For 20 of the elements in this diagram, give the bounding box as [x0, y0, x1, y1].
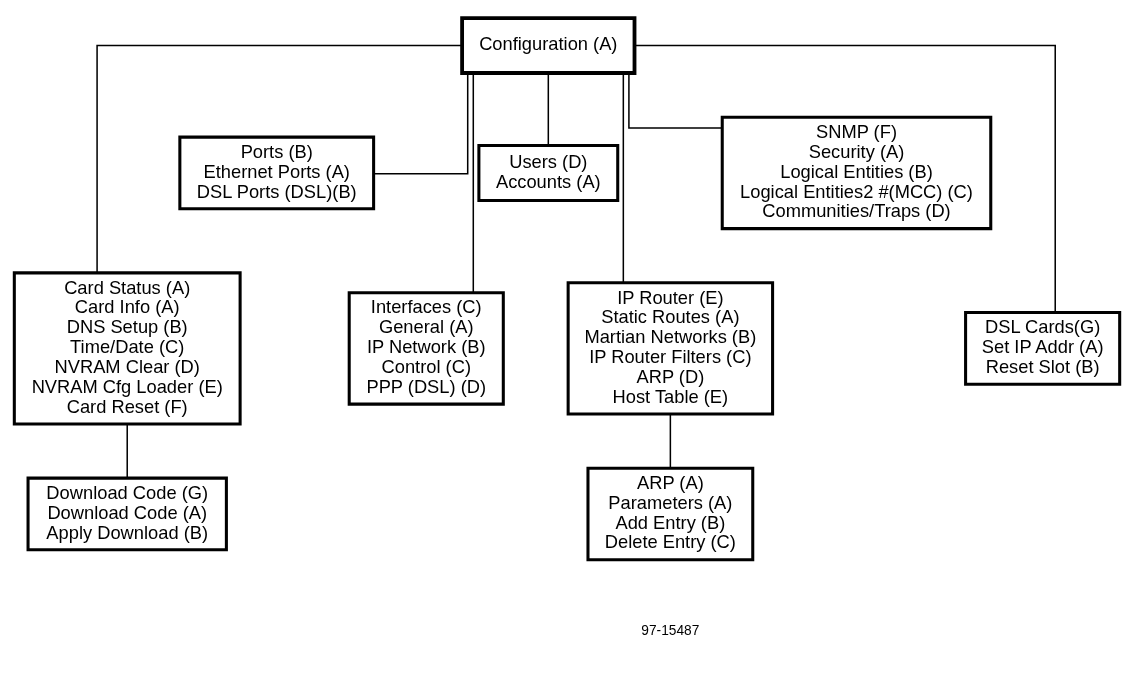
node-box: Users (D) Accounts (A) [477, 143, 620, 202]
connector [547, 72, 550, 147]
node-box: DSL Cards(G) Set IP Addr (A) Reset Slot (B) [964, 311, 1122, 386]
node-box: Card Status (A) Card Info (A) DNS Setup (B) Time/Date (C) NVRAM Clear (D) NVRAM Cfg Loader (E) Card Reset (F) [12, 271, 242, 426]
connector [96, 44, 463, 274]
node-box: Configuration (A) [460, 16, 637, 75]
connector [622, 72, 625, 284]
connector [669, 413, 672, 469]
connector [634, 44, 1056, 314]
node-box: SNMP (F) Security (A) Logical Entities (B) Logical Entities2 #(MCC) (C) Communities/Traps (D) [720, 115, 993, 231]
connector [373, 72, 469, 175]
label: 97-15487 [641, 622, 700, 638]
node-box: Download Code (G) Download Code (A) Apply Download (B) [26, 476, 228, 552]
connector [472, 72, 475, 294]
node-box: IP Router (E) Static Routes (A) Martian Networks (B) IP Router Filters (C) ARP (D) Host Table (E) [566, 281, 775, 416]
node-box: Interfaces (C) General (A) IP Network (B) Control (C) PPP (DSL) (D) [347, 291, 505, 406]
node-box: Ports (B) Ethernet Ports (A) DSL Ports (DSL)(B) [178, 135, 376, 211]
node-box: ARP (A) Parameters (A) Add Entry (B) Delete Entry (C) [586, 466, 755, 562]
connector [126, 423, 128, 479]
connector [628, 72, 723, 129]
